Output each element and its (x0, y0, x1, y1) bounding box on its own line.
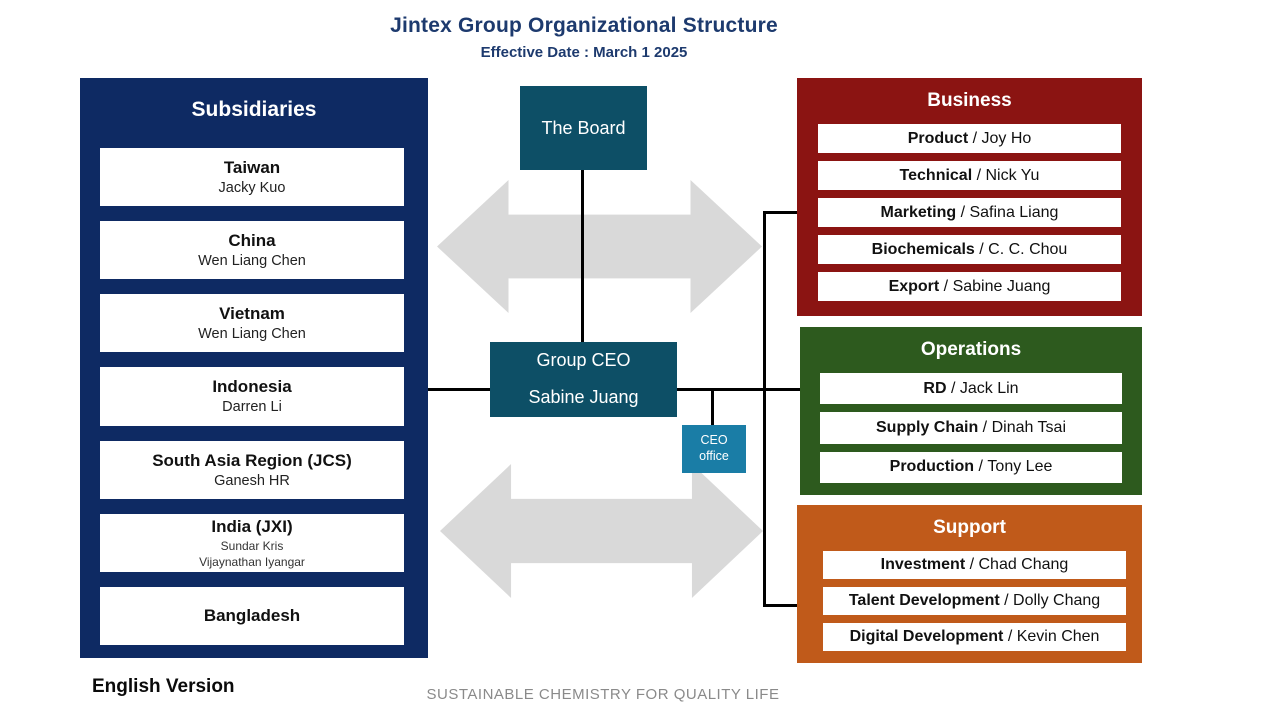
slogan-text: SUSTAINABLE CHEMISTRY FOR QUALITY LIFE (426, 686, 780, 703)
dept-person: Kevin Chen (1016, 628, 1100, 645)
connector-board-to-ceo (581, 170, 584, 343)
operations-dept-list: RD / Jack Lin Supply Chain / Dinah Tsai … (800, 373, 1142, 495)
dept-person: C. C. Chou (988, 240, 1068, 258)
dept-separator: / (972, 166, 986, 184)
ceo-office-box: CEO office (682, 425, 746, 473)
connector-subsidiaries-to-ceo (428, 388, 490, 391)
subsidiary-manager: Wen Liang Chen (198, 326, 306, 343)
dept-row-supply-chain: Supply Chain / Dinah Tsai (820, 412, 1122, 444)
dept-label: Technical (899, 166, 973, 184)
board-box: The Board (520, 86, 647, 170)
subsidiaries-title: Subsidiaries (191, 98, 317, 121)
subsidiary-manager: Vijaynathan Iyangar (199, 554, 305, 569)
dept-label: Product (907, 129, 969, 147)
dept-row-technical: Technical / Nick Yu (818, 161, 1121, 190)
dept-row-production: Production / Tony Lee (820, 451, 1122, 483)
dept-row-biochemicals: Biochemicals / C. C. Chou (818, 235, 1121, 264)
business-panel: Business Product / Joy Ho Technical / Ni… (797, 78, 1142, 316)
connector-to-business (763, 211, 799, 214)
connector-ceo-office (711, 388, 714, 426)
ceo-office-label-line2: office (699, 449, 729, 463)
subsidiary-manager: Ganesh HR (214, 472, 290, 489)
subsidiary-card-china: China Wen Liang Chen (100, 221, 404, 280)
dept-row-digital-development: Digital Development / Kevin Chen (823, 623, 1126, 651)
dept-label: Investment (880, 556, 966, 573)
subsidiary-region: Indonesia (212, 377, 292, 397)
dept-person: Nick Yu (985, 166, 1040, 184)
dept-separator: / (939, 277, 953, 295)
page-title: Jintex Group Organizational Structure (390, 14, 778, 37)
dept-person: Chad Chang (978, 556, 1069, 573)
subsidiary-region: Bangladesh (203, 605, 301, 625)
dept-separator: / (974, 240, 989, 258)
dept-separator: / (974, 458, 988, 476)
double-arrow-icon (437, 180, 762, 313)
subsidiary-region: Vietnam (219, 304, 285, 324)
connector-ceo-to-right (677, 388, 801, 391)
dept-separator: / (968, 129, 982, 147)
dept-separator: / (946, 379, 960, 397)
connector-right-vertical (763, 211, 766, 607)
business-title: Business (927, 90, 1012, 111)
subsidiary-card-taiwan: Taiwan Jacky Kuo (100, 148, 404, 207)
dept-row-product: Product / Joy Ho (818, 124, 1121, 153)
dept-label: Biochemicals (871, 240, 975, 258)
dept-label: RD (923, 379, 947, 397)
dept-person: Dinah Tsai (991, 418, 1066, 436)
dept-label: Supply Chain (876, 418, 979, 436)
subsidiaries-list: Taiwan Jacky Kuo China Wen Liang Chen Vi… (100, 148, 404, 645)
double-arrow-icon (440, 464, 763, 598)
ceo-office-label-line1: CEO (700, 433, 728, 448)
dept-row-investment: Investment / Chad Chang (823, 551, 1126, 579)
subsidiary-card-vietnam: Vietnam Wen Liang Chen (100, 294, 404, 353)
dept-row-export: Export / Sabine Juang (818, 272, 1121, 301)
dept-label: Marketing (880, 203, 957, 221)
ceo-title: Group CEO (536, 350, 631, 370)
dept-row-talent-development: Talent Development / Dolly Chang (823, 587, 1126, 615)
subsidiary-region: Taiwan (223, 158, 281, 178)
dept-person: Tony Lee (987, 458, 1053, 476)
dept-row-marketing: Marketing / Safina Liang (818, 198, 1121, 227)
dept-separator: / (956, 203, 970, 221)
subsidiary-card-south-asia: South Asia Region (JCS) Ganesh HR (100, 440, 404, 499)
subsidiary-manager: Darren Li (222, 399, 282, 416)
dept-label: Digital Development (849, 628, 1004, 645)
version-label: English Version (92, 676, 235, 697)
effective-date: Effective Date : March 1 2025 (480, 44, 688, 61)
dept-person: Joy Ho (981, 129, 1032, 147)
chart-header: Jintex Group Organizational Structure Ef… (0, 14, 1168, 61)
dept-label: Export (888, 277, 940, 295)
operations-title: Operations (920, 339, 1022, 360)
dept-separator: / (978, 418, 992, 436)
dept-person: Jack Lin (959, 379, 1019, 397)
subsidiary-manager: Wen Liang Chen (198, 253, 306, 270)
dept-separator: / (1003, 628, 1017, 645)
subsidiaries-panel: Subsidiaries Taiwan Jacky Kuo China Wen … (80, 78, 428, 658)
group-ceo-box: Group CEO Sabine Juang (490, 342, 677, 417)
subsidiary-region: India (JXI) (211, 516, 293, 536)
dept-row-rd: RD / Jack Lin (820, 373, 1122, 405)
board-label: The Board (541, 117, 626, 138)
support-dept-list: Investment / Chad Chang Talent Developme… (797, 551, 1142, 663)
subsidiary-region: China (228, 231, 276, 251)
subsidiary-card-indonesia: Indonesia Darren Li (100, 367, 404, 426)
dept-person: Safina Liang (969, 203, 1059, 221)
support-panel: Support Investment / Chad Chang Talent D… (797, 505, 1142, 663)
dept-separator: / (965, 556, 979, 573)
subsidiary-card-india: India (JXI) Sundar Kris Vijaynathan Iyan… (100, 513, 404, 572)
subsidiary-card-bangladesh: Bangladesh (100, 586, 404, 645)
dept-person: Dolly Chang (1013, 592, 1101, 609)
business-dept-list: Product / Joy Ho Technical / Nick Yu Mar… (797, 124, 1142, 316)
dept-label: Production (889, 458, 975, 476)
support-title: Support (933, 517, 1006, 538)
dept-label: Talent Development (848, 592, 1000, 609)
subsidiary-manager: Jacky Kuo (218, 180, 286, 197)
dept-separator: / (999, 592, 1014, 609)
ceo-name: Sabine Juang (528, 387, 639, 407)
connector-to-support (763, 604, 799, 607)
subsidiary-manager: Sundar Kris (220, 538, 284, 553)
dept-person: Sabine Juang (952, 277, 1051, 295)
subsidiary-region: South Asia Region (JCS) (152, 450, 352, 470)
operations-panel: Operations RD / Jack Lin Supply Chain / … (800, 327, 1142, 495)
